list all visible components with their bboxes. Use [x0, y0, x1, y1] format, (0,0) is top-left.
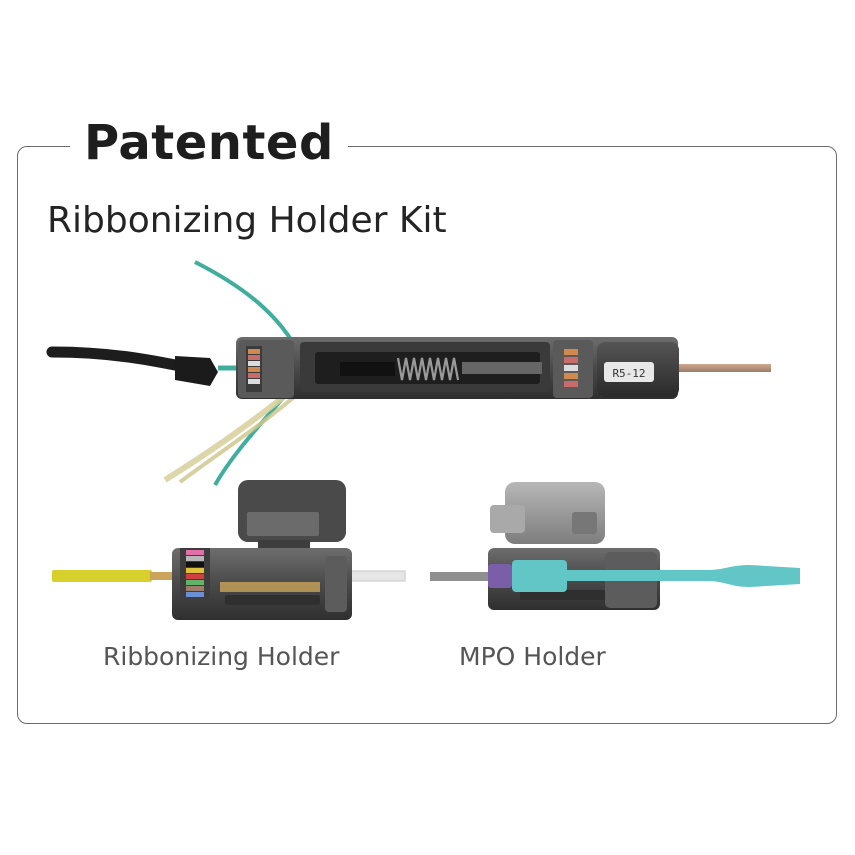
holder-label: R5-12	[612, 367, 645, 380]
fiber-color-strip	[186, 550, 204, 597]
spring-icon	[396, 357, 460, 381]
fiber-color-strip-right	[564, 349, 578, 387]
ribbonizing-holder-image	[52, 480, 406, 620]
kit-frame	[17, 146, 837, 724]
mpo-holder-image	[430, 482, 800, 610]
ribbonizing-holder-kit-image: R5-12	[46, 260, 771, 486]
fiber-color-strip-left	[248, 349, 260, 384]
kit-title: Ribbonizing Holder Kit	[47, 200, 447, 241]
patented-heading: Patented	[70, 112, 348, 174]
mpo-holder-caption: MPO Holder	[459, 642, 606, 671]
ribbonizing-holder-caption: Ribbonizing Holder	[103, 642, 340, 671]
